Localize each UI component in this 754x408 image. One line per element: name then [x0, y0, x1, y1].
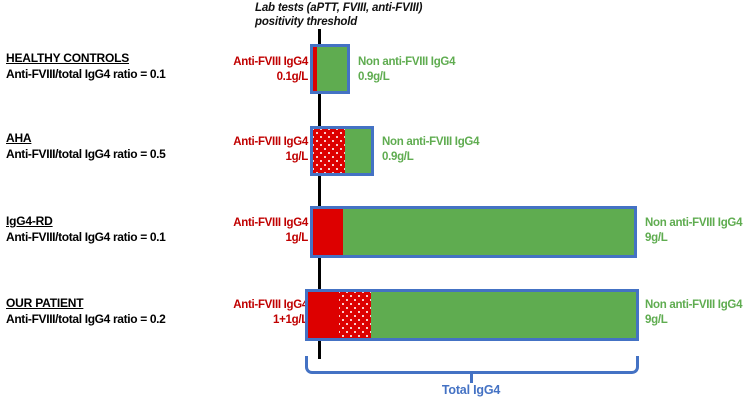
- total-igg4-label: Total IgG4: [441, 383, 501, 397]
- red-label-our-patient: Anti-FVIII IgG4 1+1g/L: [200, 298, 308, 328]
- segment-non-anti-fviii: [371, 292, 636, 338]
- row-ratio-aha: Anti-FVIII/total IgG4 ratio = 0.5: [6, 147, 166, 161]
- row-label-our-patient: OUR PATIENT Anti-FVIII/total IgG4 ratio …: [6, 295, 221, 327]
- segment-anti-fviii-dotted: [339, 292, 371, 338]
- red-label-line1: Anti-FVIII IgG4: [233, 217, 308, 229]
- red-label-line2: 0.1g/L: [276, 71, 309, 83]
- bar-healthy-controls: [310, 44, 350, 94]
- segment-anti-fviii-solid: [313, 47, 317, 91]
- green-label-healthy-controls: Non anti-FVIII IgG4 0.9g/L: [358, 55, 508, 85]
- red-label-line2: 1+1g/L: [273, 314, 308, 326]
- red-label-line2: 1g/L: [285, 232, 309, 244]
- row-label-healthy-controls: HEALTHY CONTROLS Anti-FVIII/total IgG4 r…: [6, 50, 221, 82]
- row-label-igg4-rd: IgG4-RD Anti-FVIII/total IgG4 ratio = 0.…: [6, 213, 221, 245]
- row-ratio-igg4-rd: Anti-FVIII/total IgG4 ratio = 0.1: [6, 230, 166, 244]
- threshold-annotation-line1: Lab tests (aPTT, FVIII, anti-FVIII): [255, 2, 423, 14]
- green-label-line2: 9g/L: [645, 232, 668, 244]
- green-label-line1: Non anti-FVIII IgG4: [645, 299, 743, 311]
- green-label-aha: Non anti-FVIII IgG4 0.9g/L: [382, 135, 532, 165]
- threshold-annotation-line2: positivity threshold: [255, 15, 358, 28]
- segment-non-anti-fviii: [345, 129, 371, 173]
- red-label-healthy-controls: Anti-FVIII IgG4 0.1g/L: [200, 55, 308, 85]
- row-ratio-healthy-controls: Anti-FVIII/total IgG4 ratio = 0.1: [6, 67, 166, 81]
- row-label-aha: AHA Anti-FVIII/total IgG4 ratio = 0.5: [6, 130, 221, 162]
- green-label-line1: Non anti-FVIII IgG4: [382, 136, 480, 148]
- bar-aha: [310, 126, 374, 176]
- green-label-line2: 9g/L: [645, 314, 668, 326]
- segment-non-anti-fviii: [343, 209, 634, 255]
- threshold-vertical-line: [318, 29, 321, 359]
- green-label-line2: 0.9g/L: [382, 151, 414, 163]
- row-title-igg4-rd: IgG4-RD: [6, 214, 53, 228]
- row-title-our-patient: OUR PATIENT: [6, 296, 84, 310]
- segment-anti-fviii-solid: [308, 292, 339, 338]
- red-label-line1: Anti-FVIII IgG4: [233, 136, 308, 148]
- red-label-line2: 1g/L: [285, 151, 309, 163]
- threshold-annotation: Lab tests (aPTT, FVIII, anti-FVIII) posi…: [255, 2, 505, 29]
- row-title-healthy-controls: HEALTHY CONTROLS: [6, 51, 130, 65]
- bar-igg4-rd: [310, 206, 637, 258]
- green-label-line1: Non anti-FVIII IgG4: [645, 217, 743, 229]
- row-ratio-our-patient: Anti-FVIII/total IgG4 ratio = 0.2: [6, 312, 166, 326]
- total-igg4-bracket: [305, 356, 639, 374]
- segment-anti-fviii-dotted: [313, 129, 345, 173]
- red-label-igg4-rd: Anti-FVIII IgG4 1g/L: [200, 216, 308, 246]
- green-label-line1: Non anti-FVIII IgG4: [358, 56, 456, 68]
- red-label-aha: Anti-FVIII IgG4 1g/L: [200, 135, 308, 165]
- segment-non-anti-fviii: [317, 47, 347, 91]
- row-title-aha: AHA: [6, 131, 32, 145]
- red-label-line1: Anti-FVIII IgG4: [233, 299, 308, 311]
- total-igg4-bracket-stem: [470, 373, 473, 383]
- segment-anti-fviii-solid: [313, 209, 343, 255]
- green-label-line2: 0.9g/L: [358, 71, 390, 83]
- red-label-line1: Anti-FVIII IgG4: [233, 56, 308, 68]
- green-label-igg4-rd: Non anti-FVIII IgG4 9g/L: [645, 216, 754, 246]
- bar-our-patient: [305, 289, 639, 341]
- green-label-our-patient: Non anti-FVIII IgG4 9g/L: [645, 298, 754, 328]
